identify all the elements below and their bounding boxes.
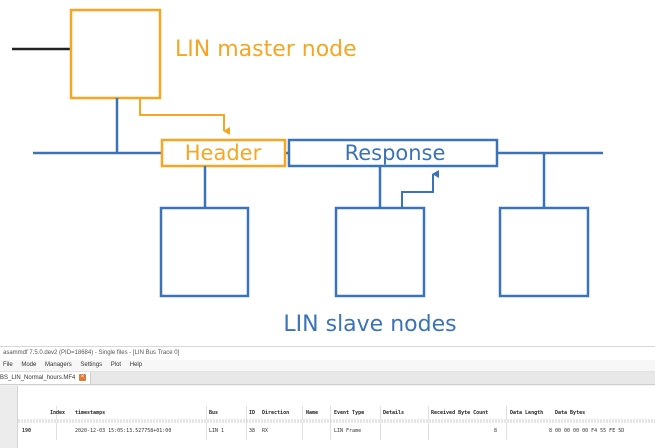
column-header-details[interactable]: Details	[383, 410, 405, 416]
column-separator	[56, 406, 57, 440]
asammdf-window: asammdf 7.5.0.dev2 (PID=18684) - Single …	[0, 346, 655, 448]
lin-slave-node-2	[334, 206, 426, 298]
column-separator	[428, 406, 429, 440]
master-to-header-arrow	[139, 98, 230, 135]
lin-slave-node-3	[498, 206, 590, 298]
column-header-data-length[interactable]: Data Length	[510, 410, 544, 416]
cell-data-bytes: 00 00 00 00 F4 55 FE 5D	[555, 428, 625, 434]
lin-slave-nodes-label: LIN slave nodes	[283, 312, 456, 337]
file-tab-bar: BS_LIN_Normal_hours.MF4 ×	[0, 372, 655, 385]
column-header-id[interactable]: ID	[249, 410, 256, 416]
cell-event-type: LIN Frame	[334, 428, 362, 434]
column-header-direction[interactable]: Direction	[262, 410, 290, 416]
column-separator	[330, 406, 331, 440]
lin-slave-node-1	[159, 206, 250, 298]
close-icon[interactable]: ×	[79, 373, 87, 381]
cell-data-length: 8	[549, 428, 553, 434]
cell-received-byte-count: 8	[494, 428, 498, 434]
column-separator	[206, 406, 207, 440]
file-tab-label: BS_LIN_Normal_hours.MF4	[0, 375, 76, 381]
menu-mode[interactable]: Mode	[21, 362, 37, 368]
lin-master-node-label: LIN master node	[175, 37, 357, 62]
column-header-data-bytes[interactable]: Data Bytes	[555, 410, 586, 416]
window-title: asammdf 7.5.0.dev2 (PID=18684) - Single …	[0, 347, 655, 360]
column-separator	[302, 406, 303, 440]
menu-managers[interactable]: Managers	[45, 362, 72, 368]
response-frame-label: Response	[345, 141, 446, 165]
file-tab[interactable]: BS_LIN_Normal_hours.MF4 ×	[0, 372, 92, 384]
lin-master-node	[69, 8, 162, 100]
table-header: Index timestamps Bus ID Direction Name E…	[18, 409, 655, 418]
row-gutter	[0, 386, 18, 448]
trace-view: Index timestamps Bus ID Direction Name E…	[0, 386, 655, 448]
column-separator	[506, 406, 507, 440]
column-header-event-type[interactable]: Event Type	[334, 410, 365, 416]
slave-to-response-arrow	[401, 170, 439, 208]
lin-bus-diagram: LIN master node Header Response LIN slav…	[12, 8, 603, 337]
column-separator	[380, 406, 381, 440]
menu-help[interactable]: Help	[129, 362, 143, 368]
header-frame-label: Header	[185, 141, 262, 165]
cell-id: 38	[249, 428, 256, 434]
cell-direction: RX	[262, 428, 269, 434]
cell-timestamp: 2020-12-03 15:05:13.527758+01:00	[75, 428, 172, 434]
partially-hidden-row	[18, 419, 655, 423]
column-separator	[246, 406, 247, 440]
lin-trace-table: Index timestamps Bus ID Direction Name E…	[18, 386, 655, 448]
menu-plot[interactable]: Plot	[110, 362, 122, 368]
header-frame	[160, 138, 287, 168]
response-frame	[287, 138, 499, 168]
table-row[interactable]: 190 2020-12-03 15:05:13.527758+01:00 LIN…	[18, 426, 655, 436]
cell-bus: LIN 1	[209, 428, 225, 434]
menu-bar: File Mode Managers Settings Plot Help	[0, 360, 655, 372]
menu-settings[interactable]: Settings	[80, 362, 103, 368]
menu-file[interactable]: File	[3, 362, 13, 368]
column-header-name[interactable]: Name	[306, 410, 319, 416]
column-header-received-byte-count[interactable]: Received Byte Count	[431, 410, 489, 416]
column-header-bus[interactable]: Bus	[209, 410, 219, 416]
cell-index: 190	[22, 428, 32, 434]
column-header-index[interactable]: Index	[50, 410, 66, 416]
column-header-timestamps[interactable]: timestamps	[75, 410, 106, 416]
